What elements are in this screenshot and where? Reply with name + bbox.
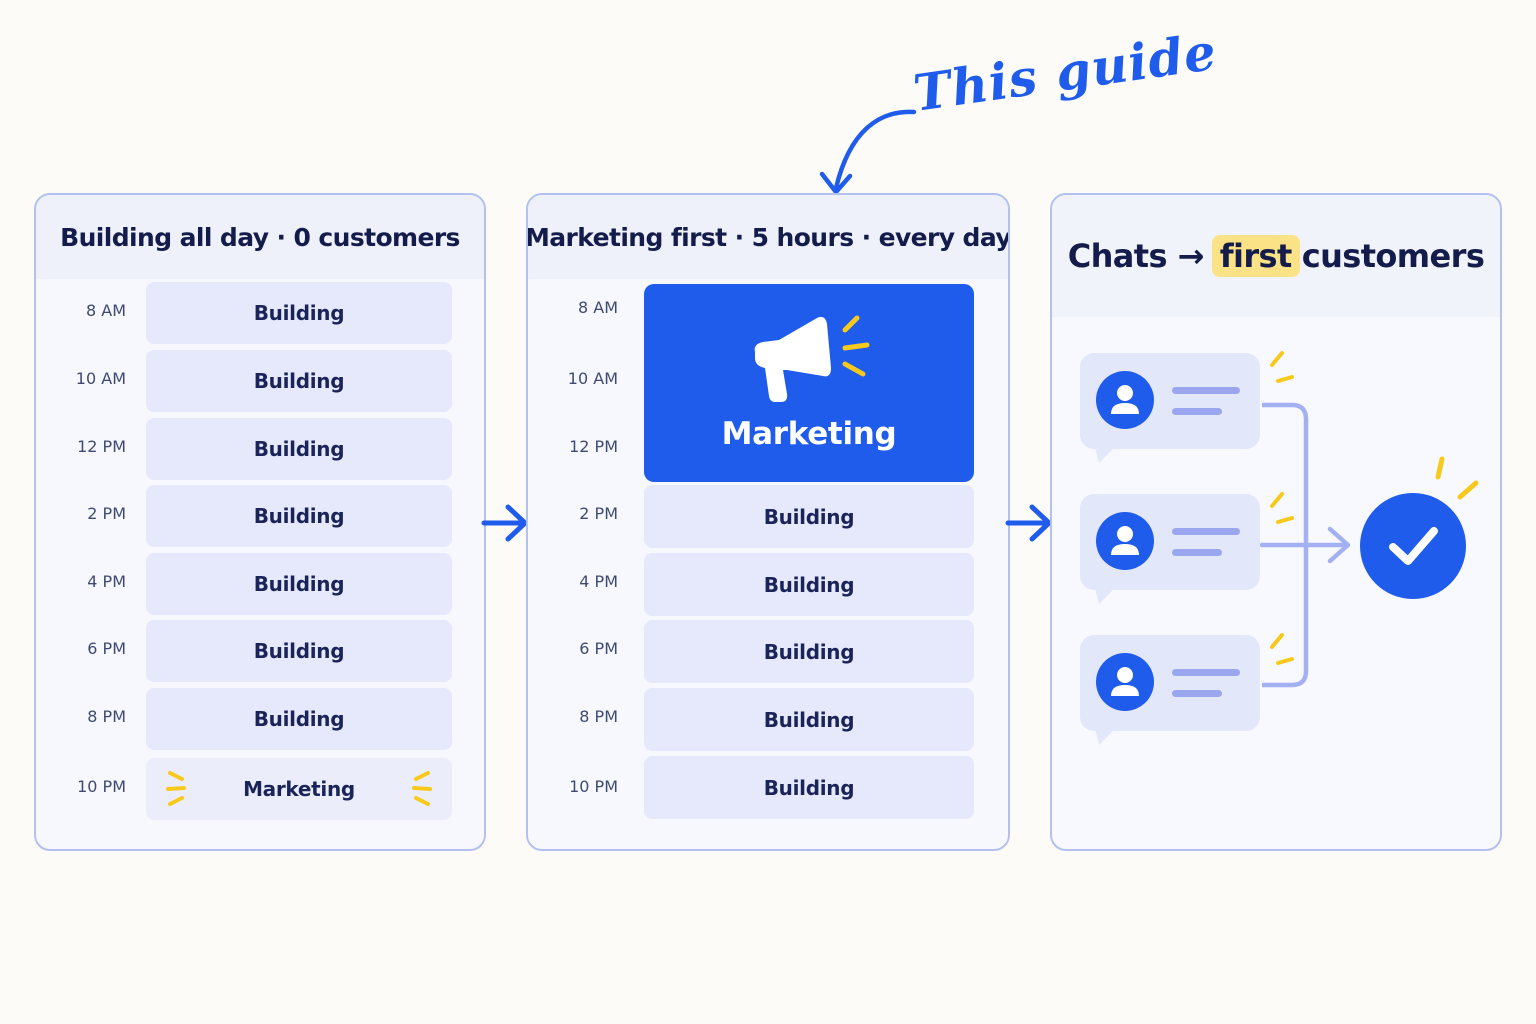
building-slot: Building: [146, 688, 452, 750]
time-label: 6 PM: [87, 639, 126, 658]
title-start: Chats →: [1067, 237, 1205, 275]
building-slot: Building: [146, 418, 452, 480]
panel-title: Building all day · 0 customers: [60, 222, 460, 252]
bubble-tail: [1089, 729, 1115, 745]
building-slot: Building: [644, 688, 974, 751]
sparkle-icon: [166, 771, 186, 806]
slot-label: Building: [763, 707, 855, 732]
title-highlight: first: [1211, 235, 1300, 277]
slot-label: Building: [253, 437, 345, 461]
slot-label: Building: [763, 639, 855, 664]
chat-bubble: [1080, 635, 1260, 745]
panel-title: Chats → first customers: [1068, 235, 1485, 277]
time-label: 8 PM: [579, 707, 618, 726]
slot-label: Marketing: [243, 777, 355, 801]
slot-label: Building: [763, 572, 855, 597]
panel-header: Chats → first customers: [1052, 195, 1500, 317]
sparkle-icon: [1270, 633, 1294, 665]
marketing-slot: Marketing: [146, 758, 452, 820]
text-line: [1172, 528, 1240, 535]
sparkle-icon: [1270, 351, 1294, 383]
slot-label: Building: [763, 775, 855, 800]
slot-label: Building: [253, 504, 345, 528]
building-slot: Building: [146, 620, 452, 682]
building-slot: Building: [146, 485, 452, 547]
sparkle-icon: [1270, 492, 1294, 524]
time-label: 6 PM: [579, 639, 618, 658]
building-slot: Building: [644, 620, 974, 683]
time-label: 4 PM: [579, 572, 618, 591]
title-end: customers: [1301, 237, 1485, 275]
user-icon: [1111, 385, 1139, 414]
time-label: 8 AM: [577, 298, 618, 317]
building-slot: Building: [644, 485, 974, 548]
time-label: 12 PM: [77, 437, 126, 456]
bubble-tail: [1089, 447, 1115, 463]
avatar: [1096, 371, 1154, 429]
megaphone-icon: [754, 315, 870, 402]
success-badge: [1360, 493, 1466, 599]
building-slot: Building: [146, 282, 452, 344]
text-line: [1172, 408, 1222, 415]
slot-label: Building: [763, 504, 855, 529]
text-line: [1172, 669, 1240, 676]
time-label: 10 AM: [75, 369, 126, 388]
time-label: 10 PM: [77, 777, 126, 796]
panel-building-all-day: Building all day · 0 customers 8 AM Build…: [34, 193, 486, 851]
slot-label: Building: [253, 572, 345, 596]
slot-label: Building: [253, 369, 345, 393]
sparkle-icon: [412, 771, 432, 806]
time-label: 8 AM: [85, 301, 126, 320]
chat-bubble: [1080, 494, 1260, 604]
panel-first-customers: Chats → first customers: [1050, 193, 1502, 851]
time-label: 2 PM: [579, 504, 618, 523]
avatar: [1096, 653, 1154, 711]
time-label: 2 PM: [87, 504, 126, 523]
building-slot: Building: [146, 553, 452, 615]
time-label: 10 AM: [567, 369, 618, 388]
time-label: 10 PM: [569, 777, 618, 796]
time-label: 4 PM: [87, 572, 126, 591]
sparkle-icon: [1435, 456, 1479, 500]
right-arrow-icon: [481, 504, 528, 542]
panel-title: Marketing first · 5 hours · every day: [526, 222, 1010, 252]
chat-bubble: [1080, 353, 1260, 463]
marketing-block-label: Marketing: [721, 416, 897, 452]
panel-header: Building all day · 0 customers: [36, 195, 484, 279]
slot-label: Building: [253, 707, 345, 731]
text-line: [1172, 387, 1240, 394]
text-line: [1172, 690, 1222, 697]
this-guide-annotation: This guide: [909, 21, 1221, 123]
checkmark-icon: [1389, 527, 1438, 565]
time-label: 12 PM: [569, 437, 618, 456]
panel-header: Marketing first · 5 hours · every day: [528, 195, 1008, 279]
panel-marketing-first: Marketing first · 5 hours · every day 8 …: [526, 193, 1010, 851]
user-icon: [1111, 526, 1139, 555]
building-slot: Building: [644, 756, 974, 819]
time-label: 8 PM: [87, 707, 126, 726]
text-line: [1172, 549, 1222, 556]
bubble-tail: [1089, 588, 1115, 604]
avatar: [1096, 512, 1154, 570]
slot-label: Building: [253, 639, 345, 663]
right-arrow-icon: [1005, 504, 1052, 542]
connector-lines: [1259, 402, 1351, 688]
building-slot: Building: [146, 350, 452, 412]
curved-arrow-icon: [819, 109, 917, 195]
slot-label: Building: [253, 301, 345, 325]
user-icon: [1111, 667, 1139, 696]
building-slot: Building: [644, 553, 974, 616]
marketing-block: Marketing: [644, 284, 974, 482]
